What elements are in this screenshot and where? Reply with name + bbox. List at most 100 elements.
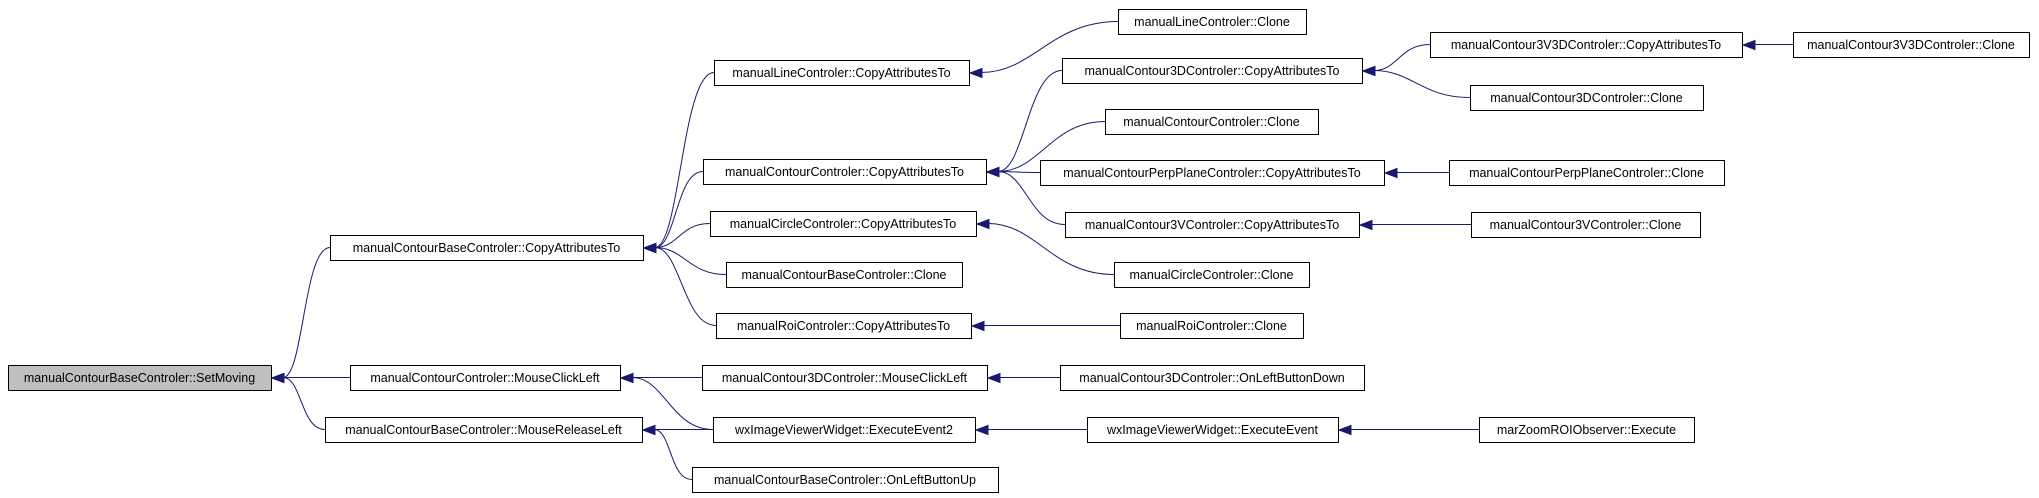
edge-cbc-release-to-root [282,377,326,430]
arrowhead [1361,65,1376,77]
node-box [1470,85,1704,111]
edge-cc-clone-to-cc-copy [997,121,1106,172]
arrowhead [968,67,983,79]
node-marzoom-exec[interactable]: marZoomROIObserver::Execute [1479,417,1695,443]
node-box [1105,109,1319,135]
edge-lc-clone-to-lc-copy [980,21,1119,73]
node-label: manualContour3DControler::CopyAttributes… [1085,64,1340,78]
node-cbc-copy[interactable]: manualContourBaseControler::CopyAttribut… [330,235,644,261]
node-label: manualContour3DControler::OnLeftButtonDo… [1079,371,1344,385]
edge-circ-copy-to-cbc-copy [654,223,711,248]
node-pp-clone[interactable]: manualContourPerpPlaneControler::Clone [1449,160,1725,186]
nodes-layer: manualContourBaseControler::SetMovingman… [8,9,2030,493]
arrowhead [642,242,657,254]
edge-c3d-copy-to-cc-copy [997,70,1063,172]
node-c3d-ondown[interactable]: manualContour3DControler::OnLeftButtonDo… [1060,365,1365,391]
node-label: manualLineControler::Clone [1134,15,1290,29]
edge-c3v-copy-to-cc-copy [997,171,1066,225]
node-box [1087,417,1339,443]
node-roi-copy[interactable]: manualRoiControler::CopyAttributesTo [716,313,972,339]
node-label: manualContour3VControler::CopyAttributes… [1085,218,1339,232]
node-box [703,159,987,185]
node-box [702,365,988,391]
node-label: manualLineControler::CopyAttributesTo [732,66,950,80]
node-box [1114,262,1310,288]
node-root[interactable]: manualContourBaseControler::SetMoving [8,365,272,391]
node-lc-copy[interactable]: manualLineControler::CopyAttributesTo [714,60,970,86]
node-label: manualContourControler::Clone [1123,115,1300,129]
node-box [1118,9,1307,35]
node-c3d-clone[interactable]: manualContour3DControler::Clone [1470,85,1704,111]
node-box [330,235,644,261]
node-c3v-copy[interactable]: manualContour3VControler::CopyAttributes… [1065,212,1360,238]
node-box [1040,160,1385,186]
node-box [1120,313,1304,339]
node-cc-clone[interactable]: manualContourControler::Clone [1105,109,1319,135]
arrowhead [641,424,656,436]
node-cbc-clone[interactable]: manualContourBaseControler::Clone [726,262,963,288]
node-label: wxImageViewerWidget::ExecuteEvent [1106,423,1319,437]
node-box [350,365,621,391]
node-c3v3d-copy[interactable]: manualContour3V3DControler::CopyAttribut… [1430,32,1743,58]
node-box [1449,160,1725,186]
node-label: manualContourBaseControler::SetMoving [24,371,255,385]
node-box [716,313,972,339]
node-label: manualContourPerpPlaneControler::Clone [1469,166,1704,180]
node-label: manualContour3V3DControler::Clone [1807,38,2015,52]
arrowhead [970,320,985,332]
node-c3d-copy[interactable]: manualContour3DControler::CopyAttributes… [1062,58,1363,84]
edge-cbc-clone-to-cbc-copy [654,247,727,275]
arrowhead [270,372,285,384]
node-box [714,60,970,86]
node-box [710,211,977,237]
node-cbc-release[interactable]: manualContourBaseControler::MouseRelease… [325,417,643,443]
arrowhead [1358,219,1373,231]
node-label: manualContourBaseControler::CopyAttribut… [353,241,621,255]
node-label: marZoomROIObserver::Execute [1497,423,1676,437]
edge-c3d-clone-to-c3d-copy [1373,70,1471,98]
arrowhead [974,424,989,436]
node-pp-copy[interactable]: manualContourPerpPlaneControler::CopyAtt… [1040,160,1385,186]
arrowhead [619,372,634,384]
edge-circ-clone-to-circ-copy [987,223,1115,275]
node-box [1793,32,2030,58]
node-label: manualContourControler::CopyAttributesTo [725,165,964,179]
edge-lc-copy-to-cbc-copy [654,72,715,248]
node-cc-copy[interactable]: manualContourControler::CopyAttributesTo [703,159,987,185]
node-label: manualRoiControler::Clone [1136,319,1287,333]
node-label: manualContour3DControler::Clone [1490,91,1683,105]
node-label: wxImageViewerWidget::ExecuteEvent2 [734,423,953,437]
arrowhead [1337,424,1352,436]
edge-cbc-copy-to-root [282,247,331,378]
node-label: manualRoiControler::CopyAttributesTo [737,319,950,333]
node-box [713,417,976,443]
node-cc-mouseclick[interactable]: manualContourControler::MouseClickLeft [350,365,621,391]
edge-cbc-onup-to-cbc-release [653,429,693,480]
node-label: manualContourPerpPlaneControler::CopyAtt… [1063,166,1360,180]
arrowhead [1383,167,1398,179]
node-label: manualContourBaseControler::OnLeftButton… [714,473,976,487]
node-box [1471,212,1701,238]
node-label: manualContour3VControler::Clone [1490,218,1682,232]
node-box [1479,417,1695,443]
arrowhead [985,166,1000,178]
arrowhead [975,218,990,230]
node-circ-copy[interactable]: manualCircleControler::CopyAttributesTo [710,211,977,237]
edge-wx-exec2-to-cc-mouseclick [631,377,714,430]
arrowhead [986,372,1001,384]
node-c3v-clone[interactable]: manualContour3VControler::Clone [1471,212,1701,238]
node-cbc-onup[interactable]: manualContourBaseControler::OnLeftButton… [692,467,999,493]
node-wx-exec2[interactable]: wxImageViewerWidget::ExecuteEvent2 [713,417,976,443]
node-box [1065,212,1360,238]
node-label: manualContourControler::MouseClickLeft [370,371,600,385]
edge-cc-copy-to-cbc-copy [654,171,704,248]
node-label: manualContourBaseControler::MouseRelease… [345,423,622,437]
node-wx-exec[interactable]: wxImageViewerWidget::ExecuteEvent [1087,417,1339,443]
node-circ-clone[interactable]: manualCircleControler::Clone [1114,262,1310,288]
node-roi-clone[interactable]: manualRoiControler::Clone [1120,313,1304,339]
node-c3d-mouse[interactable]: manualContour3DControler::MouseClickLeft [702,365,988,391]
node-label: manualContour3V3DControler::CopyAttribut… [1451,38,1721,52]
node-lc-clone[interactable]: manualLineControler::Clone [1118,9,1307,35]
node-c3v3d-clone[interactable]: manualContour3V3DControler::Clone [1793,32,2030,58]
